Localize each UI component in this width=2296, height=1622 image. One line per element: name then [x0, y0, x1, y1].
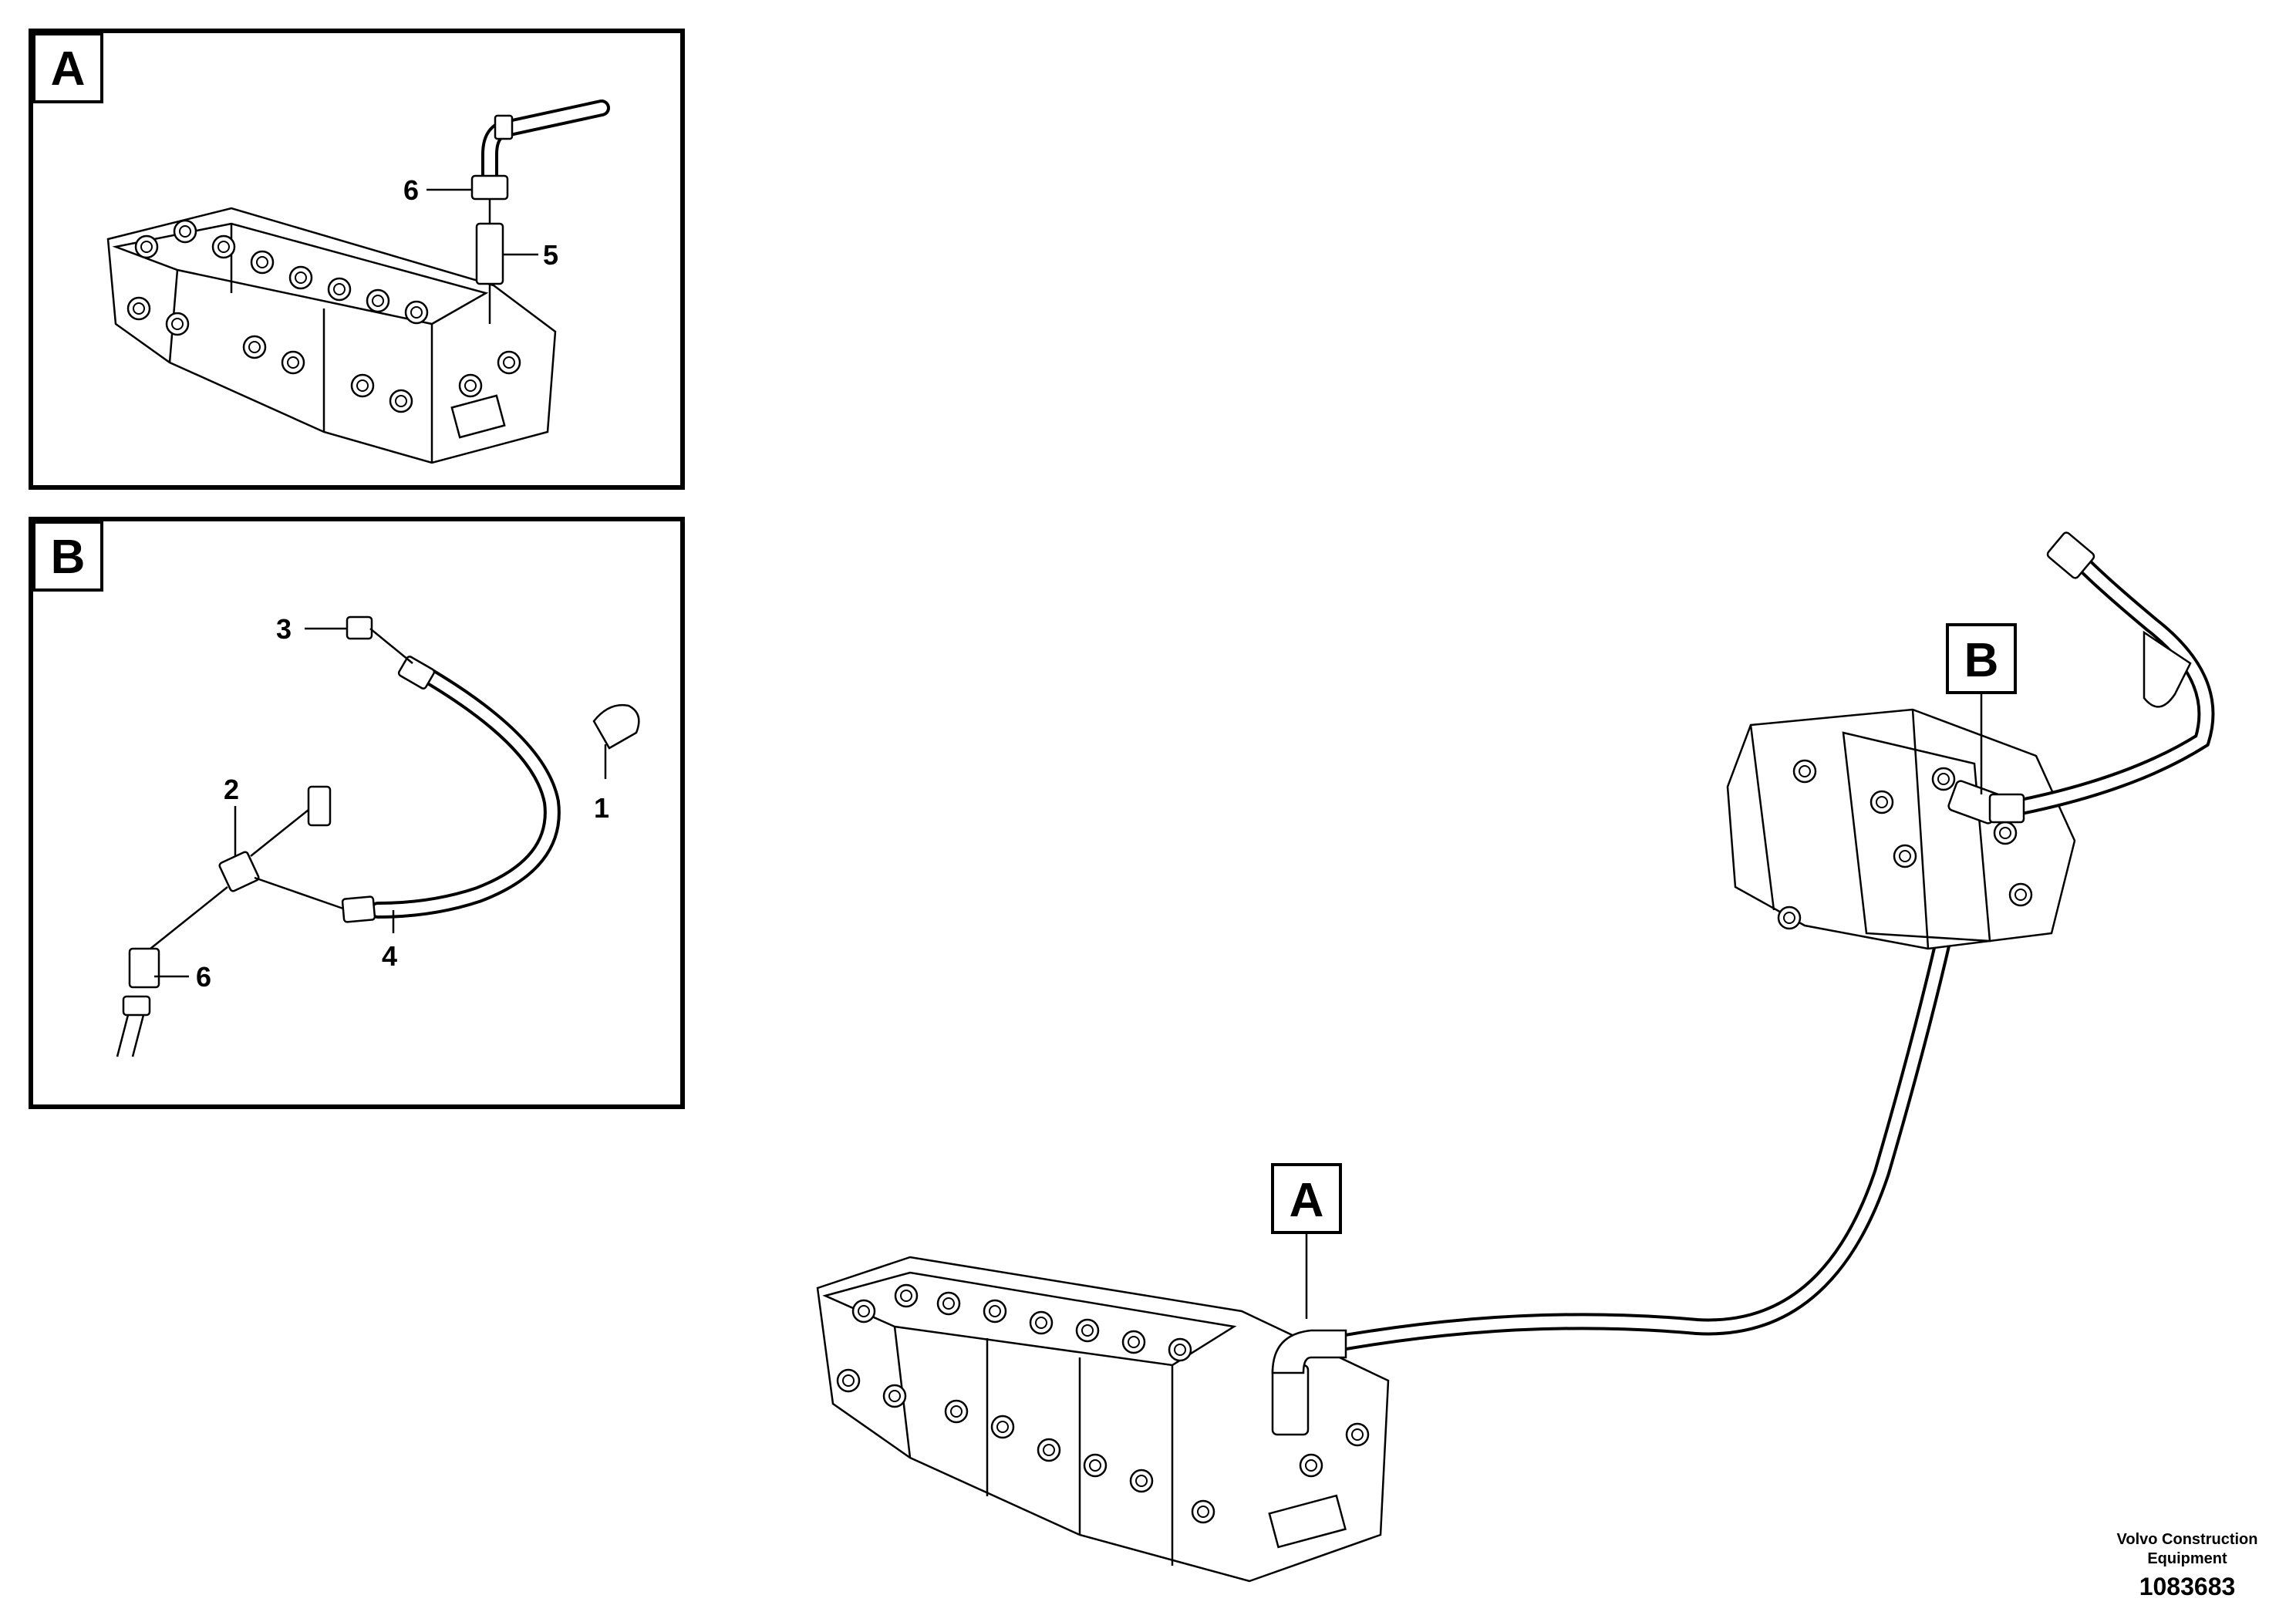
detail-b-tag: B: [51, 531, 86, 584]
callout-4-b: 4: [382, 940, 397, 972]
callout-6-a: 6: [403, 174, 419, 206]
drawing-number: 1083683: [2139, 1573, 2236, 1600]
main-tag-b: B: [1964, 634, 1999, 687]
elbow-fitting: [307, 785, 332, 827]
callout-6-b: 6: [196, 961, 211, 993]
main-tag-a: A: [1290, 1174, 1324, 1227]
control-valve-main: [816, 1256, 1390, 1583]
publisher-line-1: Volvo Construction: [2117, 1531, 2258, 1548]
control-valve-detail-a: [106, 207, 557, 464]
clamp-1: [592, 703, 640, 750]
callout-1-b: 1: [594, 792, 609, 824]
tee-fitting-2: [218, 851, 260, 892]
hose-fitting-valve: [1271, 1364, 1310, 1436]
main-tag-b-box: [1946, 623, 2017, 694]
detail-b-panel: B 3 2 1 6 4: [29, 517, 685, 1109]
hydraulic-pump: [1726, 708, 2076, 950]
clamp-main: [2143, 630, 2192, 708]
swivel-6-b: [128, 947, 160, 989]
publisher-line-2: Equipment: [2147, 1550, 2227, 1567]
hose-end-lower: [341, 895, 376, 923]
adapter-5-a: [475, 222, 504, 285]
callout-3-b: 3: [276, 613, 292, 645]
hose-end-upper: [397, 656, 436, 690]
detail-a-tag: A: [51, 42, 86, 96]
swivel-nut-6-a: [470, 174, 509, 201]
main-assembly-view: A B: [816, 531, 2215, 1583]
hose-end-top: [2046, 531, 2095, 579]
detail-a-panel: A: [29, 29, 685, 490]
detail-a-tag-box: [32, 32, 103, 103]
main-tag-a-box: [1271, 1163, 1342, 1234]
callout-5-a: 5: [543, 239, 558, 271]
callout-2-b: 2: [224, 774, 239, 805]
detail-b-tag-box: [32, 521, 103, 592]
plug-3: [346, 615, 373, 640]
